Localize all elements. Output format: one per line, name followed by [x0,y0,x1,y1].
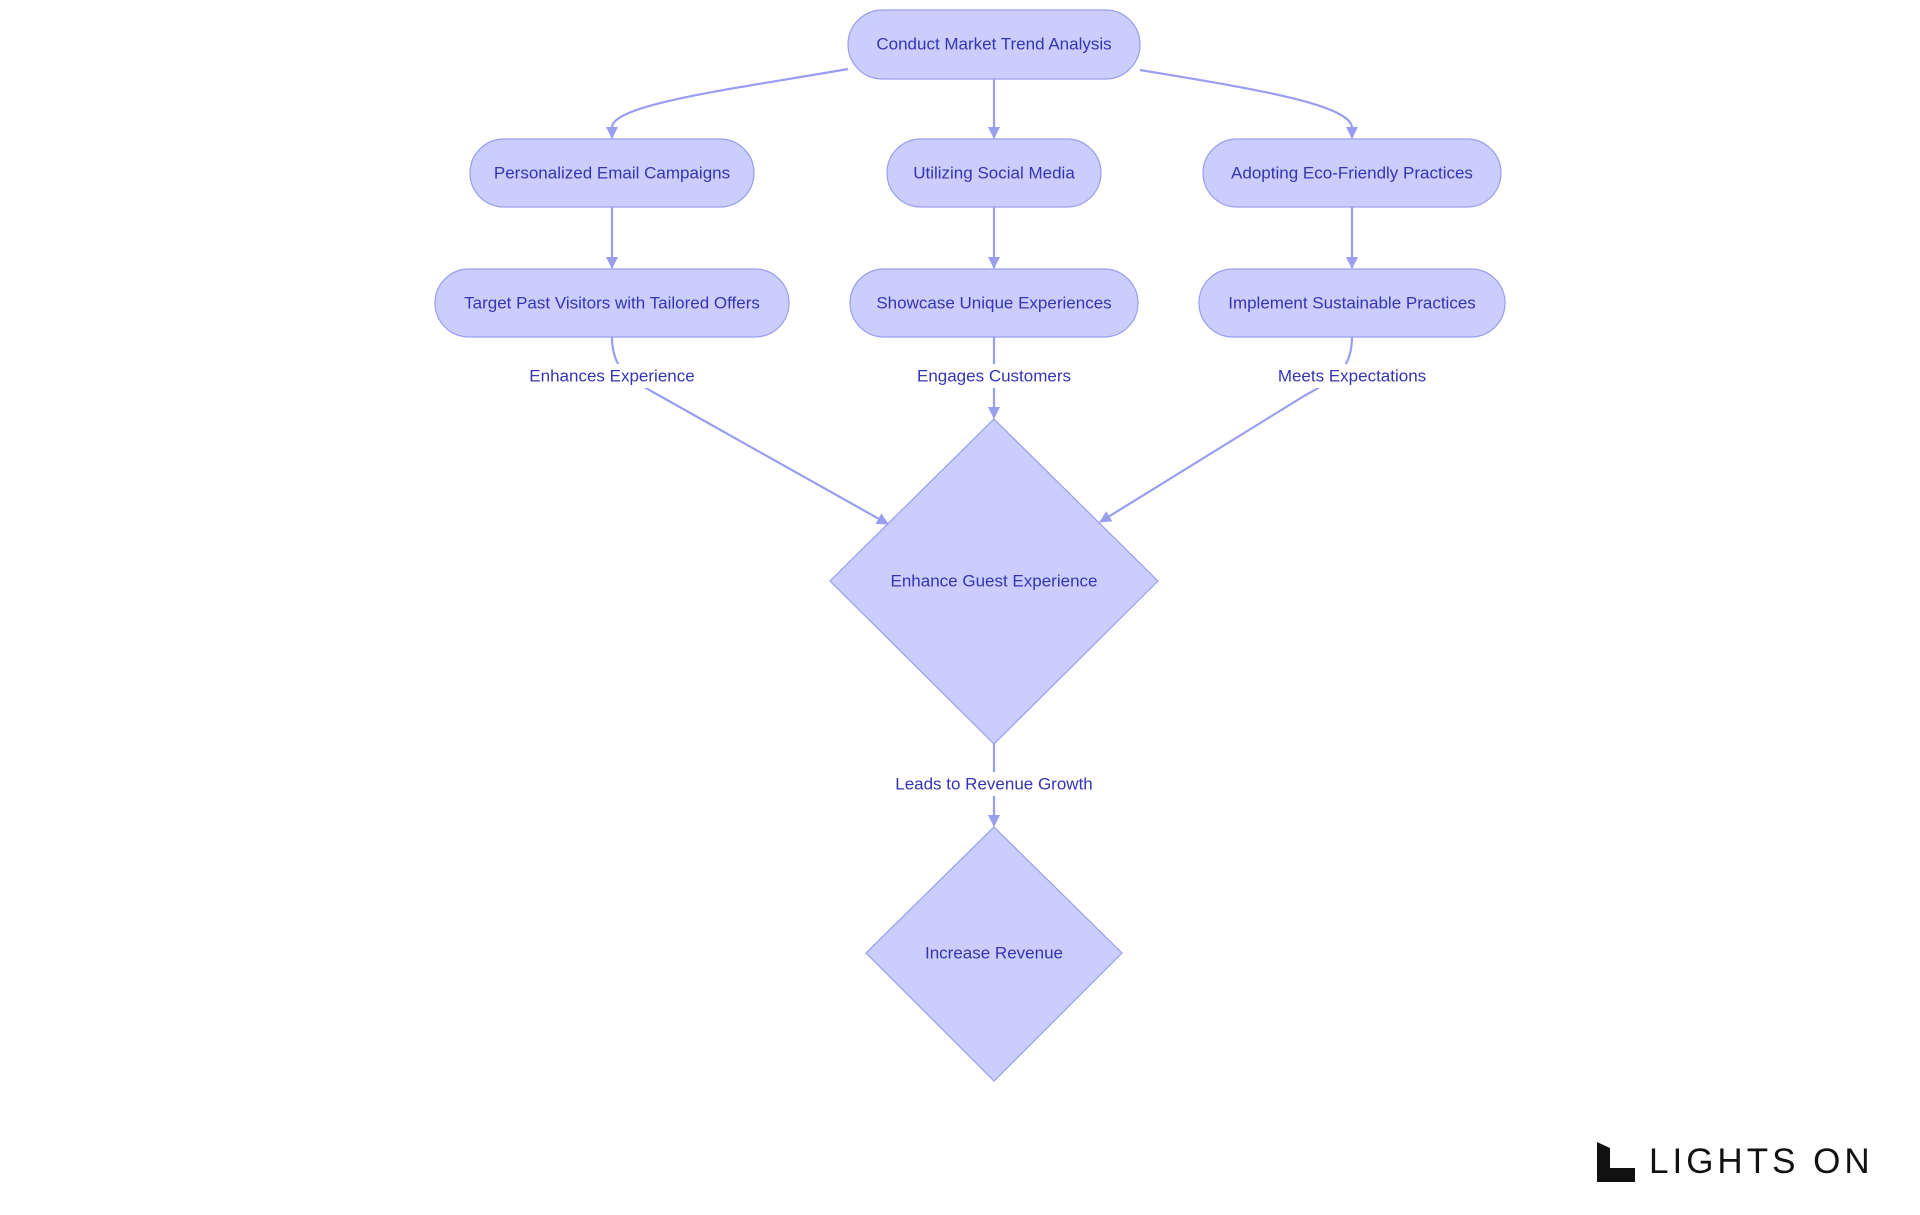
brand-logo: LIGHTS ON [1597,1140,1874,1184]
nodes: Conduct Market Trend Analysis Personaliz… [434,9,1506,1082]
node-label: Utilizing Social Media [913,164,1075,183]
edge-market-to-email [606,67,849,139]
node-market-trend-analysis[interactable]: Conduct Market Trend Analysis [847,9,1141,80]
node-label: Increase Revenue [925,944,1063,963]
node-enhance-guest-experience[interactable]: Enhance Guest Experience [829,418,1159,745]
edge-market-to-eco [1139,68,1358,139]
edge-label-enhances-experience: Enhances Experience [529,367,694,386]
node-showcase-unique-experiences[interactable]: Showcase Unique Experiences [849,268,1139,338]
node-label: Implement Sustainable Practices [1228,294,1476,313]
node-label: Conduct Market Trend Analysis [876,35,1111,54]
lights-on-logo-icon [1597,1142,1635,1182]
edge-label-leads-to-revenue-growth: Leads to Revenue Growth [895,775,1093,794]
node-eco-friendly-practices[interactable]: Adopting Eco-Friendly Practices [1202,138,1502,208]
node-implement-sustainable-practices[interactable]: Implement Sustainable Practices [1198,268,1506,338]
node-personalized-email[interactable]: Personalized Email Campaigns [469,138,755,208]
node-label: Showcase Unique Experiences [876,294,1111,313]
edge-label-engages-customers: Engages Customers [917,367,1071,386]
node-label: Target Past Visitors with Tailored Offer… [464,294,760,313]
node-utilizing-social-media[interactable]: Utilizing Social Media [886,138,1102,208]
node-label: Personalized Email Campaigns [494,164,730,183]
edge-label-meets-expectations: Meets Expectations [1278,367,1426,386]
node-label: Enhance Guest Experience [891,572,1098,591]
node-label: Adopting Eco-Friendly Practices [1231,164,1473,183]
edge-labels: Enhances Experience Engages Customers Me… [526,364,1434,796]
node-increase-revenue[interactable]: Increase Revenue [865,826,1123,1082]
node-target-past-visitors[interactable]: Target Past Visitors with Tailored Offer… [434,268,790,338]
brand-name: LIGHTS ON [1649,1142,1874,1181]
